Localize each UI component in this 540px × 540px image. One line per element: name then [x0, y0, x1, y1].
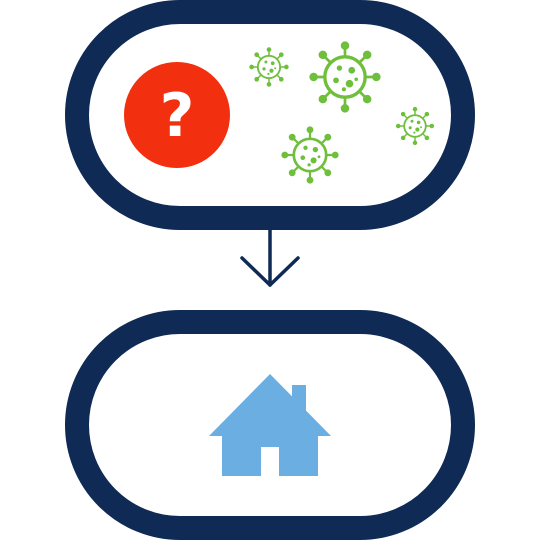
arrow-down-icon [240, 227, 300, 287]
question-symbol: ? [160, 81, 195, 151]
house-icon [209, 374, 331, 476]
question-mark-icon: ? [124, 62, 230, 168]
